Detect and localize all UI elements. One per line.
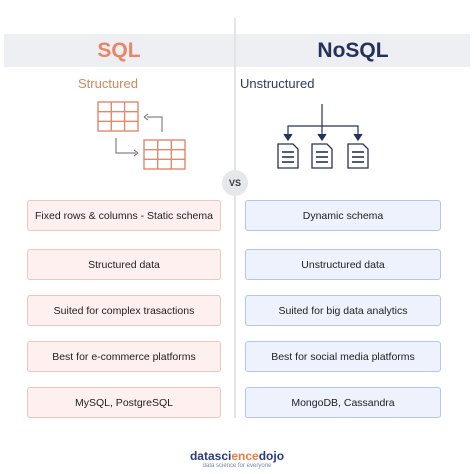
logo-part-dojo: dojo xyxy=(258,449,285,463)
document-icon xyxy=(311,143,333,169)
nosql-feature-data: Unstructured data xyxy=(245,249,441,280)
title-band xyxy=(4,34,470,67)
sql-feature-schema: Fixed rows & columns - Static schema xyxy=(27,200,221,231)
sql-feature-examples: MySQL, PostgreSQL xyxy=(27,387,221,418)
unstructured-label: Unstructured xyxy=(240,76,315,91)
center-divider xyxy=(234,18,236,418)
table-grid-icon xyxy=(143,139,186,170)
document-icon xyxy=(347,143,369,169)
nosql-feature-schema: Dynamic schema xyxy=(245,200,441,231)
logo-part-sci: sci xyxy=(214,449,232,463)
structured-tables-illustration xyxy=(97,101,186,170)
arrow-icon xyxy=(115,113,163,157)
logo-part-ence: ence xyxy=(231,449,259,463)
nosql-heading: NoSQL xyxy=(317,39,389,62)
datasciencedojo-logo: datasciencedojo xyxy=(0,449,474,463)
logo-part-data: data xyxy=(189,449,215,463)
table-grid-icon xyxy=(97,101,139,132)
structured-label: Structured xyxy=(78,76,138,91)
nosql-feature-best-for: Best for social media platforms xyxy=(245,341,441,372)
vs-badge: VS xyxy=(222,170,248,196)
document-icon xyxy=(277,143,299,169)
nosql-feature-examples: MongoDB, Cassandra xyxy=(245,387,441,418)
sql-feature-best-for: Best for e-commerce platforms xyxy=(27,341,221,372)
logo-tagline: data science for everyone xyxy=(202,463,272,469)
nosql-feature-use: Suited for big data analytics xyxy=(245,295,441,326)
sql-feature-data: Structured data xyxy=(27,249,221,280)
sql-heading: SQL xyxy=(97,39,141,62)
arrow-icon xyxy=(283,104,363,142)
documents-illustration xyxy=(277,104,369,169)
sql-feature-use: Suited for complex trasactions xyxy=(27,295,221,326)
